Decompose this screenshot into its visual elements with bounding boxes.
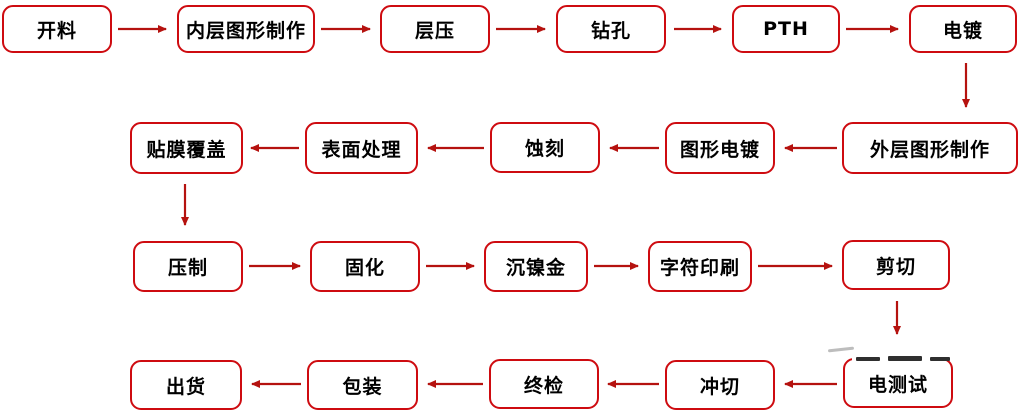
flow-node-kai-liao: 开料 — [2, 5, 112, 53]
watermark-smudge-mark — [930, 357, 950, 361]
flow-node-nei-ceng-tu-xing-zhi-zuo: 内层图形制作 — [177, 5, 315, 53]
watermark-smudge-mark — [856, 357, 880, 361]
watermark-smudge-mark — [888, 356, 922, 361]
flow-node-zuan-kong: 钻孔 — [556, 5, 666, 53]
flow-node-tie-mo-fu-gai: 贴膜覆盖 — [130, 122, 243, 174]
flow-node-chu-huo: 出货 — [130, 360, 242, 410]
flow-node-zhong-jian: 终检 — [489, 359, 599, 409]
flow-node-ya-zhi: 压制 — [133, 241, 243, 292]
flow-node-ceng-ya: 层压 — [380, 5, 490, 53]
flow-node-wai-ceng-tu-xing-zhi-zuo: 外层图形制作 — [842, 122, 1018, 174]
flow-node-jian-qie: 剪切 — [842, 240, 950, 290]
flow-node-dian-du: 电镀 — [909, 5, 1017, 53]
flow-node-dian-ce-shi: 电测试 — [843, 358, 953, 408]
flow-node-tu-xing-dian-du: 图形电镀 — [665, 122, 775, 174]
flow-node-bao-zhuang: 包装 — [307, 360, 418, 410]
flow-node-zi-fu-yin-shua: 字符印刷 — [648, 241, 752, 292]
flow-node-biao-mian-chu-li: 表面处理 — [305, 122, 418, 174]
flow-node-chong-qie: 冲切 — [665, 360, 775, 410]
flow-node-pth: PTH — [732, 5, 840, 53]
flow-node-chen-nie-jin: 沉镍金 — [484, 241, 588, 292]
flow-node-shi-ke: 蚀刻 — [490, 122, 600, 173]
flow-node-gu-hua: 固化 — [310, 241, 420, 292]
